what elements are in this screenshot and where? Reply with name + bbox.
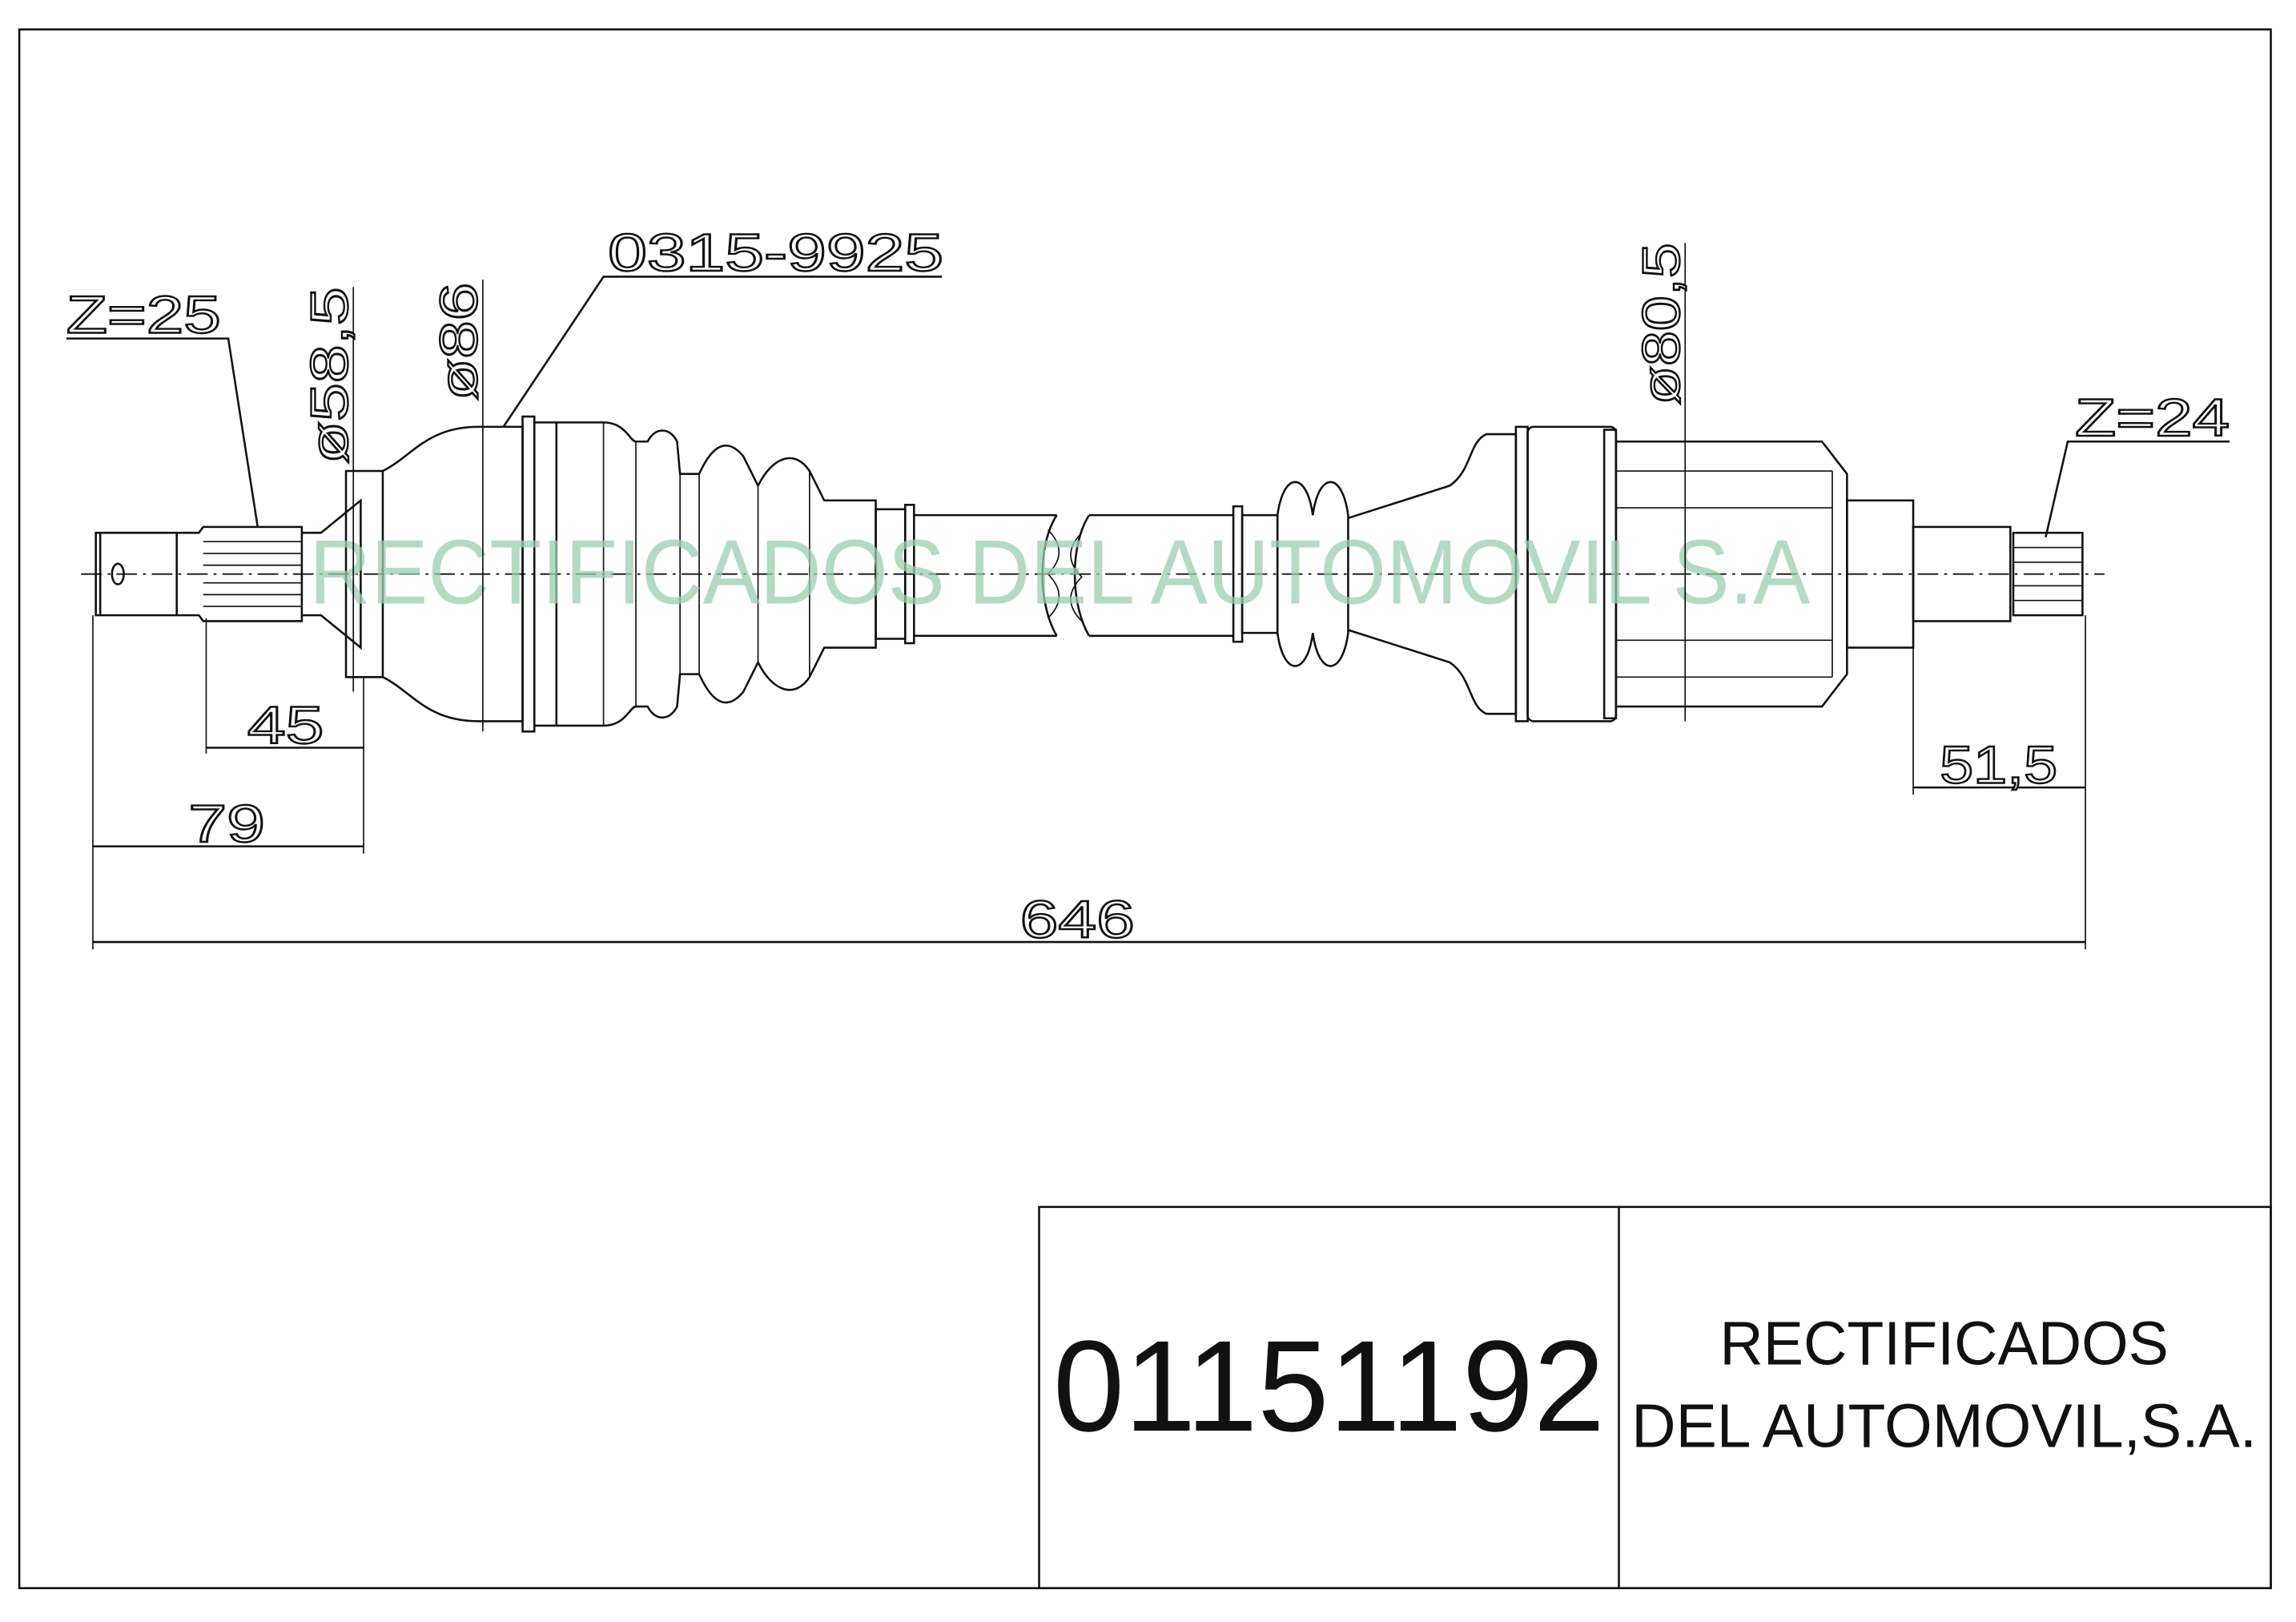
company-line1: RECTIFICADOS xyxy=(1719,1309,2168,1378)
left-teeth-label: Z=25 xyxy=(66,285,221,344)
title-block: 01151192 RECTIFICADOS DEL AUTOMOVIL,S.A. xyxy=(1038,1205,2272,1590)
dim-51-5: 51,5 xyxy=(1940,736,2057,795)
dia-left-large: ø86 xyxy=(430,283,489,400)
drive-shaft xyxy=(94,415,2084,733)
annotations: Z=25 0315-9925 ø58,5 ø86 ø80,5 Z=24 xyxy=(66,223,2230,732)
dia-left-small: ø58,5 xyxy=(300,287,360,464)
right-teeth-label: Z=24 xyxy=(2075,388,2230,448)
dimensions: 45 79 51,5 646 xyxy=(92,615,2086,951)
dim-45: 45 xyxy=(247,696,324,755)
boot-ref-label: 0315-9925 xyxy=(608,223,943,283)
dia-right: ø80,5 xyxy=(1632,243,1691,404)
watermark: RECTIFICADOS DEL AUTOMOVIL S.A xyxy=(309,521,1810,623)
dim-646: 646 xyxy=(1020,891,1135,950)
company-line2: DEL AUTOMOVIL,S.A. xyxy=(1631,1391,2257,1460)
dim-79: 79 xyxy=(188,795,265,854)
part-number: 01151192 xyxy=(1053,1314,1605,1459)
